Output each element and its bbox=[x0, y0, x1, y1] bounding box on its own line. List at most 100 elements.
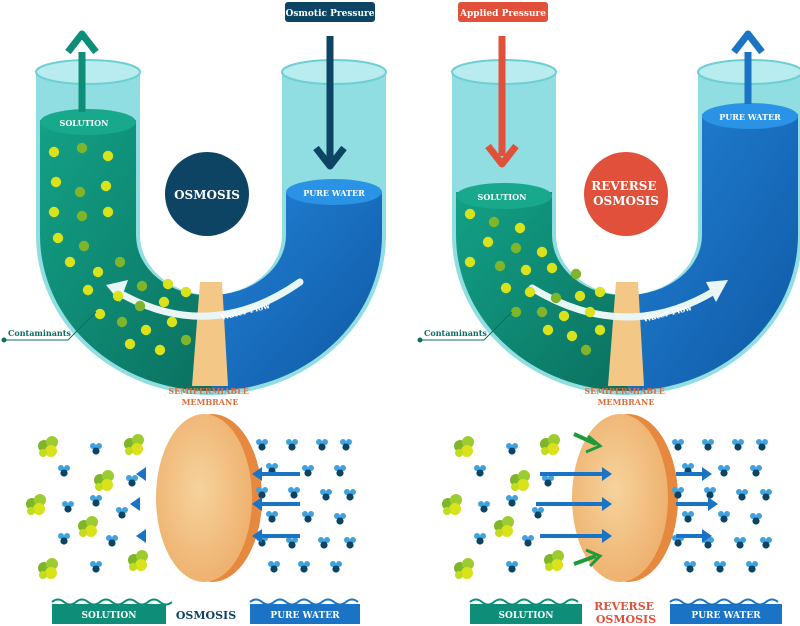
osmosis-circle bbox=[165, 152, 249, 236]
water-molecule bbox=[92, 499, 100, 507]
reverse-flow-arrow-head bbox=[708, 497, 718, 511]
contaminant-dot bbox=[48, 206, 60, 218]
water-molecule bbox=[718, 511, 724, 517]
osmosis-flow-arrow-head bbox=[136, 467, 146, 481]
water-molecule bbox=[302, 465, 308, 471]
water-molecule bbox=[108, 539, 116, 547]
water-molecule bbox=[528, 535, 534, 541]
pure-bar-wave bbox=[669, 598, 779, 606]
bounce-arrow-head bbox=[585, 434, 603, 454]
water-molecule bbox=[326, 489, 332, 495]
contaminant-molecule bbox=[552, 550, 564, 562]
water-molecule bbox=[758, 443, 766, 451]
water-molecule bbox=[350, 489, 356, 495]
applied-pressure-tag bbox=[458, 2, 548, 22]
contaminant-molecule bbox=[125, 447, 133, 455]
contaminant-dot bbox=[558, 310, 570, 322]
water-molecule bbox=[320, 489, 326, 495]
water-molecule bbox=[92, 565, 100, 573]
contaminant-dot bbox=[162, 278, 174, 290]
water-molecule bbox=[512, 443, 518, 449]
water-molecule bbox=[704, 541, 712, 549]
contaminant-dot bbox=[78, 240, 90, 252]
membrane-disk bbox=[572, 414, 668, 582]
contaminant-dot bbox=[92, 266, 104, 278]
contaminants-pointer-dot bbox=[1, 337, 7, 343]
water-molecule bbox=[718, 465, 724, 471]
tube-membrane bbox=[192, 282, 228, 386]
reverse-osmosis-circle bbox=[584, 152, 668, 236]
pure-surface bbox=[286, 179, 382, 205]
osmosis-flow-arrow-head bbox=[252, 467, 262, 481]
water-molecule bbox=[506, 443, 512, 449]
contaminant-molecule bbox=[461, 567, 473, 579]
contaminant-molecule bbox=[95, 483, 103, 491]
water-molecule bbox=[672, 487, 678, 493]
contaminant-dot bbox=[594, 324, 606, 336]
contaminant-dot bbox=[52, 232, 64, 244]
water-molecule bbox=[268, 561, 274, 567]
water-molecule bbox=[476, 537, 484, 545]
membrane-label: SEMIPERMIABLE MEMBRANE bbox=[168, 386, 251, 407]
water-molecule bbox=[60, 537, 68, 545]
contaminant-dot bbox=[124, 338, 136, 350]
water-molecule bbox=[262, 439, 268, 445]
water-molecule bbox=[734, 537, 740, 543]
water-molecule bbox=[346, 493, 354, 501]
water-molecule bbox=[724, 465, 730, 471]
water-molecule bbox=[760, 489, 766, 495]
water-molecule bbox=[714, 561, 720, 567]
contaminant-dot bbox=[550, 292, 562, 304]
contaminant-molecule bbox=[518, 470, 530, 482]
water-molecule bbox=[672, 439, 678, 445]
water-molecule bbox=[734, 443, 742, 451]
contaminant-dot bbox=[574, 290, 586, 302]
contaminant-molecule bbox=[462, 558, 474, 570]
water-molecule bbox=[708, 439, 714, 445]
water-molecule bbox=[294, 487, 300, 493]
pure-bar-wave bbox=[249, 598, 359, 606]
water-molecule bbox=[344, 537, 350, 543]
contaminant-molecule bbox=[502, 516, 514, 528]
water-molecule bbox=[474, 465, 480, 471]
water-molecule bbox=[678, 439, 684, 445]
water-molecule bbox=[340, 513, 346, 519]
water-molecule bbox=[688, 511, 694, 517]
solution-bar bbox=[470, 604, 582, 624]
contaminant-molecule bbox=[46, 558, 58, 570]
water-molecule bbox=[316, 439, 322, 445]
water-molecule bbox=[342, 443, 350, 451]
contaminant-molecule bbox=[136, 550, 148, 562]
contaminant-molecule bbox=[86, 516, 98, 528]
contaminant-molecule bbox=[34, 494, 46, 506]
contaminant-dot bbox=[510, 306, 522, 318]
contaminant-dot bbox=[76, 142, 88, 154]
contaminants-pointer bbox=[4, 311, 97, 341]
water-molecule bbox=[332, 565, 340, 573]
water-molecule bbox=[534, 511, 542, 519]
water-molecule bbox=[126, 475, 132, 481]
water-molecule bbox=[750, 465, 756, 471]
water-molecule bbox=[268, 515, 276, 523]
contaminant-molecule bbox=[132, 434, 144, 446]
water-molecule bbox=[474, 533, 480, 539]
contaminant-molecule bbox=[501, 525, 513, 537]
osmosis-flow-arrow-head bbox=[252, 529, 262, 543]
water-molecule bbox=[322, 493, 330, 501]
water-molecule bbox=[720, 469, 728, 477]
water-molecule bbox=[704, 487, 710, 493]
water-molecule bbox=[720, 561, 726, 567]
water-molecule bbox=[750, 513, 756, 519]
solution-surface bbox=[40, 109, 136, 135]
contaminant-dot bbox=[520, 264, 532, 276]
contaminant-molecule bbox=[45, 567, 57, 579]
contaminant-molecule bbox=[79, 529, 87, 537]
water-molecule bbox=[760, 537, 766, 543]
water-molecule bbox=[524, 539, 532, 547]
water-molecule bbox=[746, 561, 752, 567]
water-molecule bbox=[674, 443, 682, 451]
water-molecule bbox=[60, 469, 68, 477]
flow-arrows-right bbox=[536, 432, 718, 568]
contaminant-dot bbox=[524, 286, 536, 298]
bottom-pure-label: PURE WATER bbox=[270, 611, 340, 621]
